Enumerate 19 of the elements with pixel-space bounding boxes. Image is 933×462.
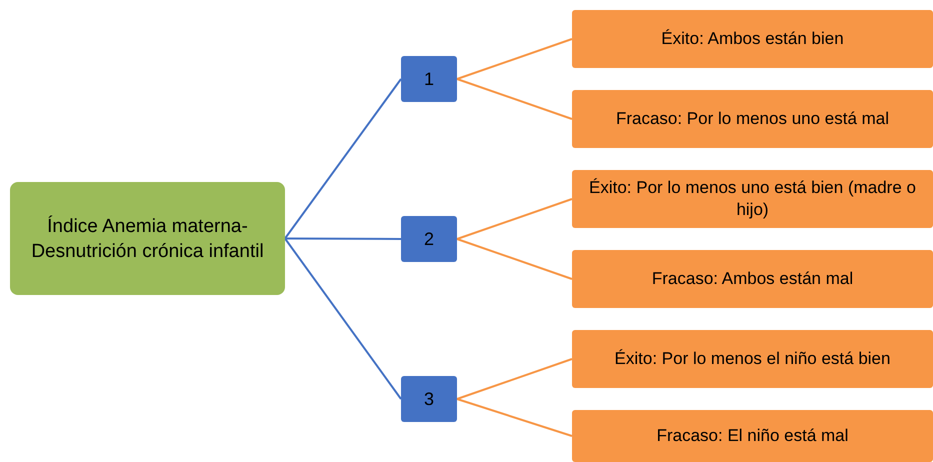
outcome-box: Fracaso: Por lo menos uno está mal [572,90,933,148]
connector-line [456,238,572,280]
connector-line [456,198,572,240]
connector-line [284,238,402,400]
connector-line [456,358,572,400]
number-box: 1 [401,56,457,102]
number-box: 3 [401,376,457,422]
outcome-box: Fracaso: Ambos están mal [572,250,933,308]
outcome-box: Éxito: Por lo menos el niño está bien [572,330,933,388]
connector-line [456,38,572,80]
topic-box: Índice Anemia materna-Desnutrición crónica infantil [10,182,285,295]
outcome-box: Éxito: Por lo menos uno está bien (madre o hijo) [572,170,933,228]
connector-line [285,238,401,240]
outcome-box: Fracaso: El niño está mal [572,410,933,462]
connector-line [284,78,402,240]
number-box: 2 [401,216,457,262]
outcome-box: Éxito: Ambos están bien [572,10,933,68]
connector-line [456,78,572,120]
connector-line [456,398,572,437]
